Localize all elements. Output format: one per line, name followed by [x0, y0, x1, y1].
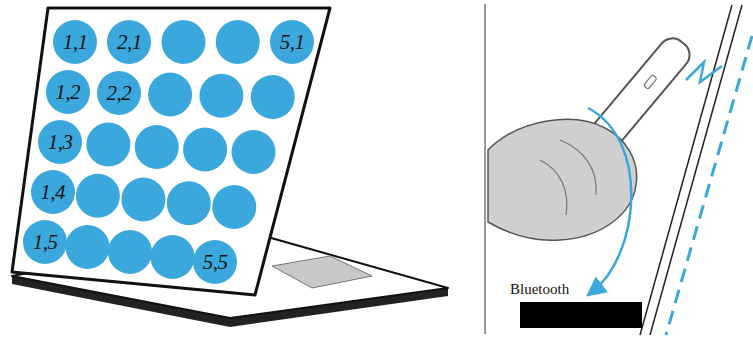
coordinate-label: 1,2 [55, 82, 80, 103]
tilt-arrow [588, 108, 631, 292]
circle-grid [66, 20, 295, 279]
blank-circle [232, 130, 276, 174]
blank-circle [199, 74, 243, 118]
blank-circle [66, 225, 110, 269]
blank-circle [86, 123, 130, 167]
coordinate-label: 5,1 [280, 32, 305, 53]
grid-circle: 1,1 [53, 20, 97, 64]
wireless-signal [686, 62, 722, 82]
grid-circle: 1,4 [31, 170, 75, 214]
blank-circle [121, 178, 165, 222]
blank-circle [76, 174, 120, 218]
blank-circle [251, 75, 295, 119]
divider-line [484, 4, 486, 334]
coordinate-label: 1,4 [40, 182, 65, 203]
grid-circle: 2,1 [107, 20, 151, 64]
hand [488, 119, 637, 240]
finger-line [540, 160, 567, 215]
trackpad [272, 256, 372, 288]
grid-circle: 2,2 [97, 71, 141, 115]
blank-circle [162, 20, 206, 64]
blank-circle [216, 20, 260, 64]
grid-circle: 5,5 [193, 240, 237, 284]
dashed-plane [666, 36, 752, 335]
surface-block [520, 302, 642, 328]
phone-button [643, 75, 657, 90]
blank-circle [148, 73, 192, 117]
grid-circle: 1,3 [38, 120, 82, 164]
grid-circle: 1,2 [46, 70, 90, 114]
blank-circle [183, 128, 227, 172]
coordinate-label: 2,2 [106, 83, 131, 104]
finger-line [560, 140, 596, 195]
blank-circle [167, 181, 211, 225]
protocol-label: Bluetooth [510, 281, 569, 298]
grid-circle: 1,5 [23, 220, 67, 264]
blank-circle [212, 185, 256, 229]
grid-circle: 5,1 [270, 20, 314, 64]
coordinate-label: 2,1 [117, 32, 142, 53]
blank-circle [151, 235, 195, 279]
coordinate-label: 1,1 [63, 32, 88, 53]
blank-circle [135, 125, 179, 169]
coordinate-label: 1,5 [33, 232, 58, 253]
blank-circle [108, 230, 152, 274]
coordinate-label: 5,5 [203, 252, 228, 273]
laptop-lid [12, 8, 330, 295]
coordinate-label: 1,3 [48, 132, 73, 153]
